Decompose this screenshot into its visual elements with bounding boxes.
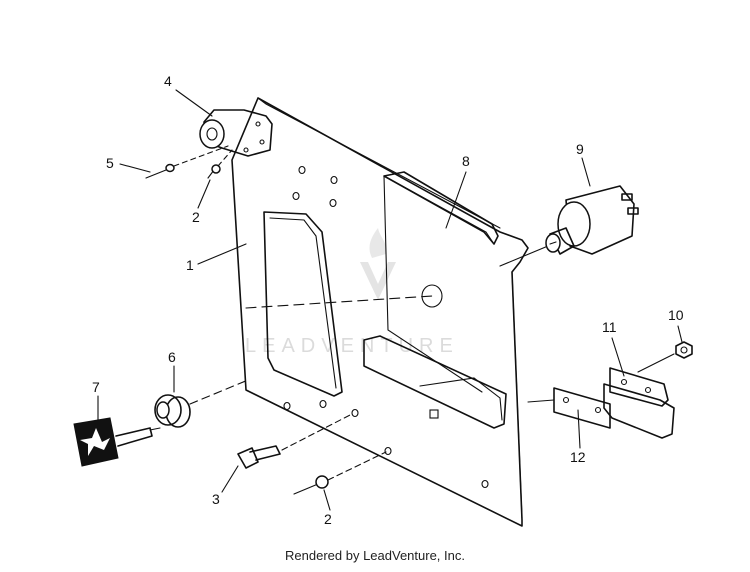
svg-text:2: 2 [324, 511, 332, 527]
svg-text:4: 4 [164, 73, 172, 89]
callout-12: 12 [570, 409, 586, 465]
leadventure-watermark: LEADVENTURE [245, 228, 459, 357]
svg-text:11: 11 [602, 319, 617, 335]
hex-nut [637, 341, 693, 373]
callout-1: 1 [186, 243, 247, 273]
callout-11: 11 [602, 319, 625, 377]
latch-bracket [603, 367, 675, 439]
latch-plate [527, 387, 611, 429]
callout-2-top: 2 [192, 179, 211, 225]
svg-text:10: 10 [668, 307, 684, 323]
top-screw [145, 145, 229, 179]
callout-7: 7 [92, 379, 100, 421]
svg-text:5: 5 [106, 155, 114, 171]
callout-3: 3 [212, 465, 239, 507]
switch-nut [154, 379, 249, 428]
callout-2-bottom: 2 [323, 489, 332, 527]
dash-panel [231, 97, 529, 527]
callout-4: 4 [164, 73, 213, 117]
svg-text:7: 7 [92, 379, 100, 395]
ignition-key [73, 417, 161, 467]
svg-text:6: 6 [168, 349, 176, 365]
svg-text:9: 9 [576, 141, 584, 157]
lower-pin [293, 451, 387, 495]
hinge-bracket [199, 109, 273, 157]
callout-5: 5 [106, 155, 151, 173]
svg-text:12: 12 [570, 449, 586, 465]
callout-10: 10 [668, 307, 684, 343]
svg-text:1: 1 [186, 257, 194, 273]
svg-text:2: 2 [192, 209, 200, 225]
bolt [237, 413, 353, 469]
callout-9: 9 [576, 141, 591, 187]
callout-6: 6 [168, 349, 176, 393]
ignition-switch [499, 185, 639, 267]
callout-8: 8 [445, 153, 470, 229]
svg-text:8: 8 [462, 153, 470, 169]
watermark-text: LEADVENTURE [245, 335, 459, 357]
footer-credit: Rendered by LeadVenture, Inc. [285, 548, 465, 563]
svg-text:3: 3 [212, 491, 220, 507]
top-nut [207, 149, 233, 179]
